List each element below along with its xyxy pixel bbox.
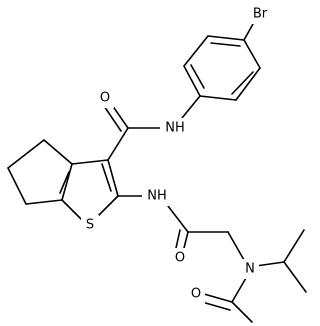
bond [43,139,73,165]
bond [101,163,112,192]
bond [235,67,261,101]
bond [95,195,119,219]
bond [25,199,63,205]
molecule-structure-diagram: Br NH O S NH O N O [7,4,307,323]
bond [190,64,205,89]
bond [231,301,253,323]
amide-oxygen-label: O [100,91,110,106]
bond [175,229,181,249]
bond [183,35,209,67]
bond [103,105,122,132]
bond [183,231,189,249]
bond [7,167,27,205]
bond [231,71,254,95]
bond [231,277,247,303]
bonds [7,23,307,323]
bond [255,261,285,267]
bond [167,205,189,233]
bond [207,35,245,41]
bond [203,293,233,303]
bond [181,95,201,119]
bond [107,159,119,197]
bond [283,261,307,293]
amine-nitrogen-label: N [245,262,255,277]
bond [283,229,305,263]
bond [61,199,83,221]
bond [243,39,261,69]
bond [7,139,45,169]
bond [71,159,109,165]
bond [227,231,245,261]
atom-labels: Br NH O S NH O N O [81,4,275,304]
acetyl-oxygen-label: O [191,287,201,302]
bond [183,65,201,97]
bond [59,171,70,194]
bond [210,42,241,47]
acyl-oxygen-label: O [175,251,185,266]
bond [199,95,237,101]
acylamino-nh-label: NH [147,189,167,204]
bond [201,301,231,311]
bond [61,163,73,201]
amide-nh-label: NH [165,121,185,136]
thiophene-sulfur-label: S [86,218,94,233]
bond [243,23,254,41]
bromine-atom-label: Br [253,7,268,22]
bond [107,127,129,161]
